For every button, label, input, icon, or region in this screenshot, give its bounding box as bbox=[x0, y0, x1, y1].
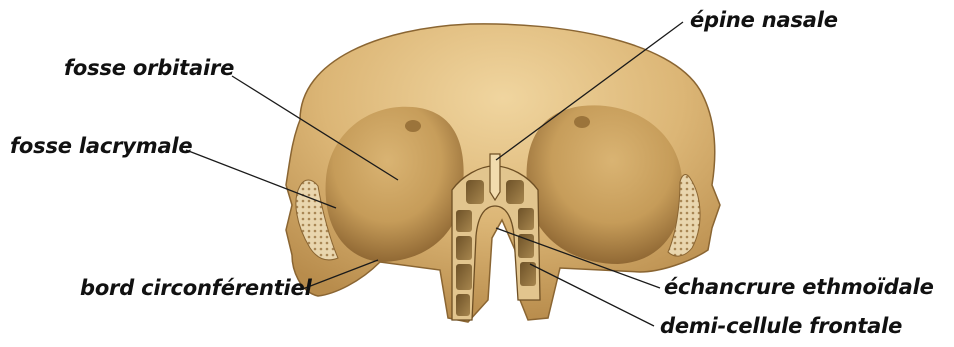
label-echancrure-ethmoidale: échancrure ethmoïdale bbox=[664, 275, 934, 299]
right-tubercle bbox=[574, 116, 590, 128]
half-cell bbox=[506, 180, 524, 204]
left-tubercle bbox=[405, 120, 421, 132]
label-fosse-lacrymale: fosse lacrymale bbox=[10, 134, 192, 158]
half-cell bbox=[456, 236, 472, 260]
label-fosse-orbitaire: fosse orbitaire bbox=[64, 56, 234, 80]
half-cell bbox=[456, 264, 472, 290]
nasal-spine bbox=[490, 154, 500, 200]
half-cell bbox=[466, 180, 484, 204]
half-cell bbox=[518, 208, 534, 230]
label-epine-nasale: épine nasale bbox=[690, 8, 838, 32]
label-demi-cellule-frontale: demi-cellule frontale bbox=[660, 314, 902, 338]
half-cell bbox=[456, 210, 472, 232]
half-cell bbox=[456, 294, 470, 316]
label-bord-circonferentiel: bord circonférentiel bbox=[80, 276, 312, 300]
